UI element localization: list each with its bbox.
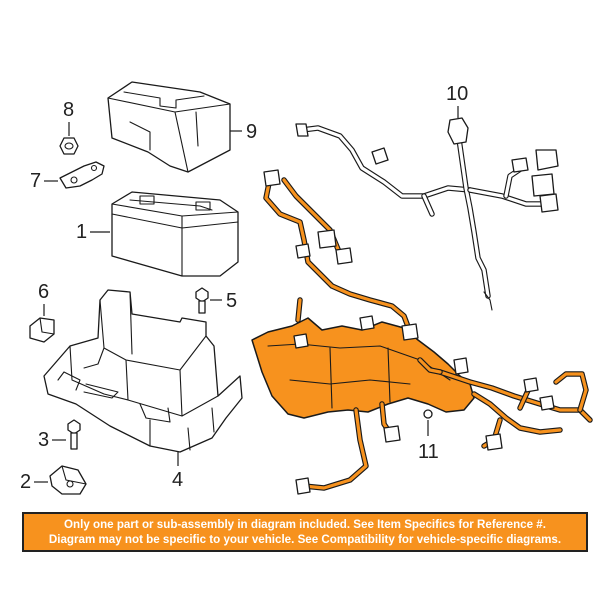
bolt-part-5 — [195, 287, 209, 314]
wiring-harness-part — [251, 169, 593, 495]
bolt-part-3 — [67, 419, 81, 450]
callout-11: 11 — [418, 441, 439, 463]
disclaimer-line-2: Diagram may not be specific to your vehi… — [48, 533, 562, 546]
battery-cover-part — [107, 81, 231, 173]
clip-part — [29, 317, 55, 343]
callout-2: 2 — [20, 471, 31, 493]
nut-part — [59, 137, 79, 155]
callout-9: 9 — [246, 121, 257, 143]
callout-3: 3 — [38, 429, 49, 451]
parts-diagram: 9 8 7 1 6 5 — [20, 81, 593, 495]
battery-part — [111, 191, 239, 277]
callout-1: 1 — [76, 221, 87, 243]
battery-tray-part — [43, 289, 243, 453]
harness-body — [251, 317, 475, 419]
disclaimer-banner: Only one part or sub-assembly in diagram… — [22, 512, 588, 552]
hold-down-bracket-part — [59, 161, 105, 189]
callout-4: 4 — [172, 469, 183, 491]
callout-8: 8 — [63, 99, 74, 121]
callout-7: 7 — [30, 170, 41, 192]
disclaimer-line-1: Only one part or sub-assembly in diagram… — [64, 518, 546, 531]
callout-5: 5 — [226, 290, 237, 312]
battery-cable-part — [295, 117, 559, 311]
callout-6: 6 — [38, 281, 49, 303]
bracket-part-2 — [49, 465, 87, 495]
callout-10: 10 — [446, 83, 468, 105]
